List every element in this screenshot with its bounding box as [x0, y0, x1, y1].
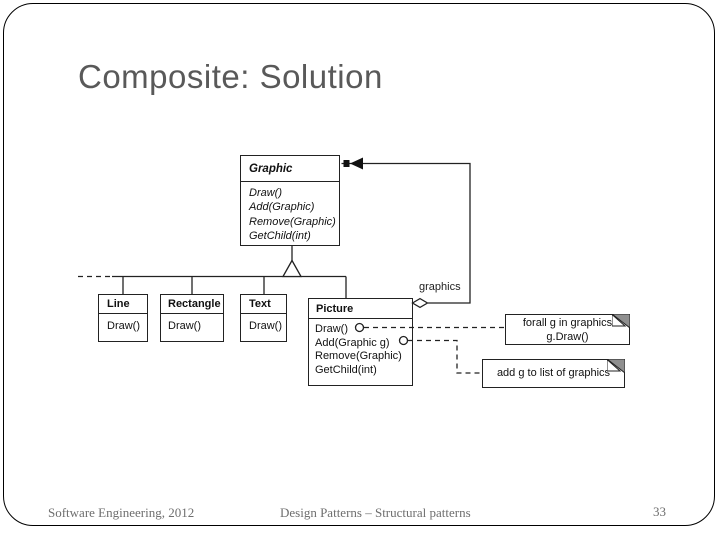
footer-center: Design Patterns – Structural patterns [280, 505, 471, 520]
method: Remove(Graphic) [315, 350, 402, 362]
class-box-picture: Picture Draw() Add(Graphic g) Remove(Gra… [308, 298, 413, 386]
method: Draw() [249, 320, 282, 332]
class-name: Text [241, 295, 286, 314]
method: GetChild(int) [249, 229, 311, 242]
note-line: forall g in graphics [522, 317, 613, 329]
method: Draw() [315, 323, 348, 335]
method: Draw() [107, 320, 140, 332]
class-name: Graphic [241, 156, 339, 182]
method: Draw() [249, 187, 282, 199]
footer-page-number: 33 [653, 504, 666, 519]
class-box-graphic: Graphic Draw() Add(Graphic) Remove(Graph… [240, 155, 340, 246]
aggregation-label: graphics [419, 281, 461, 293]
note-line: g.Draw() [546, 330, 589, 343]
method: GetChild(int) [315, 363, 377, 376]
method: Add(Graphic g) [315, 336, 390, 349]
class-box-rectangle: Rectangle Draw() [160, 294, 224, 342]
note-fold-icon [612, 313, 631, 328]
method: Draw() [168, 320, 201, 332]
class-name: Picture [309, 299, 412, 319]
uml-note-forall: forall g in graphics g.Draw() [505, 313, 631, 345]
uml-note-add: add g to list of graphics [482, 358, 626, 388]
method: Add(Graphic) [249, 201, 315, 214]
footer-left: Software Engineering, 2012 [48, 505, 195, 520]
method: Remove(Graphic) [249, 215, 336, 228]
class-name: Rectangle [161, 295, 223, 314]
class-box-text: Text Draw() [240, 294, 287, 342]
class-box-line: Line Draw() [98, 294, 148, 342]
note-fold-icon [607, 358, 626, 373]
class-name: Line [99, 295, 147, 314]
note-line: add g to list of graphics [496, 367, 611, 379]
slide-title: Composite: Solution [78, 58, 383, 95]
